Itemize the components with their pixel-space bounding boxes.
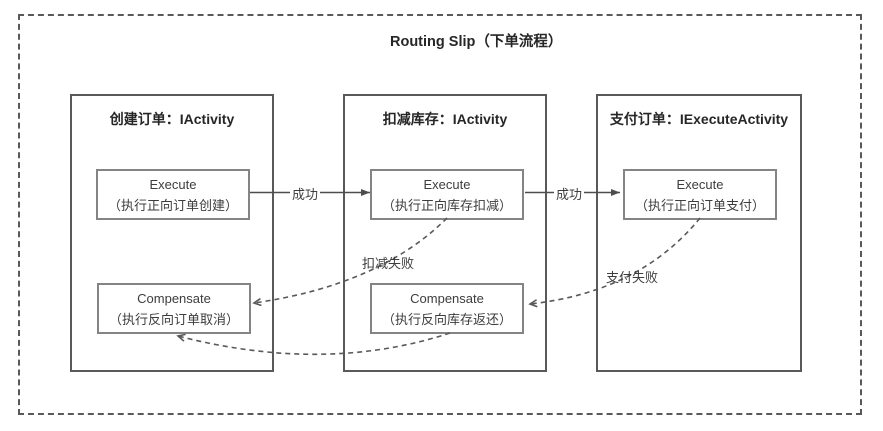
step-desc: （执行反向库存返还）	[381, 312, 512, 327]
activity-box-create-order: 创建订单：IActivity Execute （执行正向订单创建） Compen…	[70, 94, 274, 372]
deduct-fail-label: 扣减失败	[362, 256, 415, 271]
step-name: Execute	[423, 177, 471, 192]
routing-slip-frame	[18, 14, 862, 415]
activity-box-pay-order: 支付订单：IExecuteActivity Execute （执行正向订单支付）	[596, 94, 802, 372]
step-name: Execute	[149, 177, 197, 192]
execute-box-deduct-stock: Execute （执行正向库存扣减）	[370, 169, 524, 220]
step-desc: （执行正向订单创建）	[107, 198, 238, 213]
execute-box-create-order: Execute （执行正向订单创建）	[96, 169, 250, 220]
activity-title: 创建订单：IActivity	[109, 111, 235, 127]
step-desc: （执行反向订单取消）	[108, 312, 239, 327]
pay-fail-label: 支付失败	[606, 270, 659, 285]
step-desc: （执行正向订单支付）	[634, 198, 765, 213]
success-label-2: 成功	[554, 184, 585, 203]
step-desc: （执行正向库存扣减）	[381, 198, 512, 213]
step-name: Execute	[676, 177, 724, 192]
activity-box-deduct-stock: 扣减库存：IActivity Execute （执行正向库存扣减） Compen…	[343, 94, 547, 372]
activity-title: 扣减库存：IActivity	[382, 111, 508, 127]
diagram-title: Routing Slip（下单流程）	[390, 34, 563, 50]
compensate-box-deduct-stock: Compensate （执行反向库存返还）	[370, 283, 524, 334]
success-label-1: 成功	[290, 184, 321, 203]
step-name: Compensate	[410, 291, 484, 306]
step-name: Compensate	[137, 291, 211, 306]
activity-title: 支付订单：IExecuteActivity	[609, 111, 789, 127]
execute-box-pay-order: Execute （执行正向订单支付）	[623, 169, 777, 220]
compensate-box-create-order: Compensate （执行反向订单取消）	[97, 283, 251, 334]
